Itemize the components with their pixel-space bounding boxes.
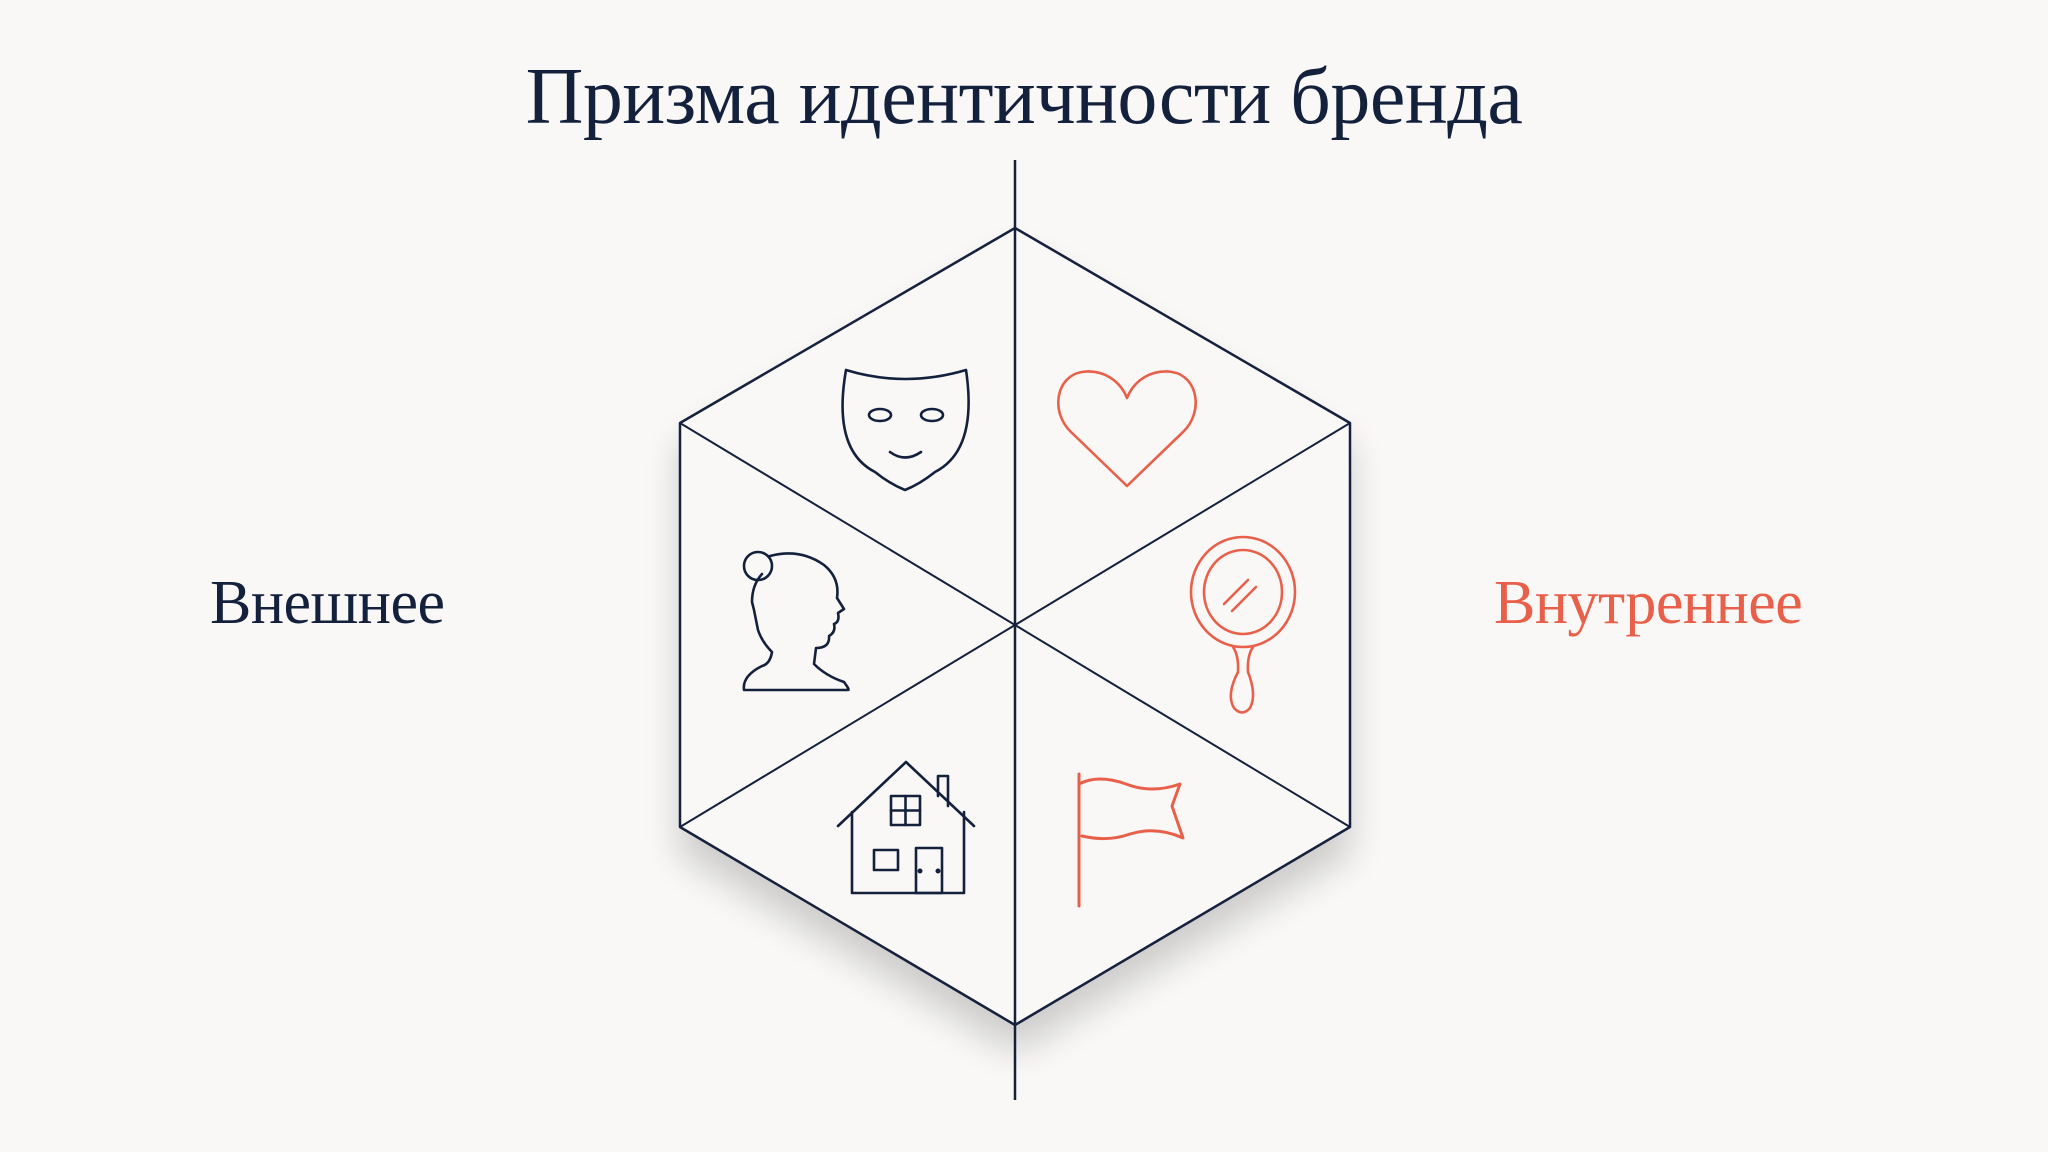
theater-mask-icon: [841, 368, 970, 492]
external-label: Внешнее: [210, 569, 445, 637]
internal-label: Внутреннее: [1494, 569, 1803, 637]
diagonal-line: [679, 422, 1351, 828]
woman-bust-icon: [742, 550, 850, 692]
page-title: Призма идентичности бренда: [525, 53, 1523, 141]
flag-icon: [1077, 772, 1185, 908]
heart-icon: [1057, 370, 1197, 488]
hand-mirror-icon: [1189, 535, 1297, 714]
house-icon: [836, 760, 976, 895]
